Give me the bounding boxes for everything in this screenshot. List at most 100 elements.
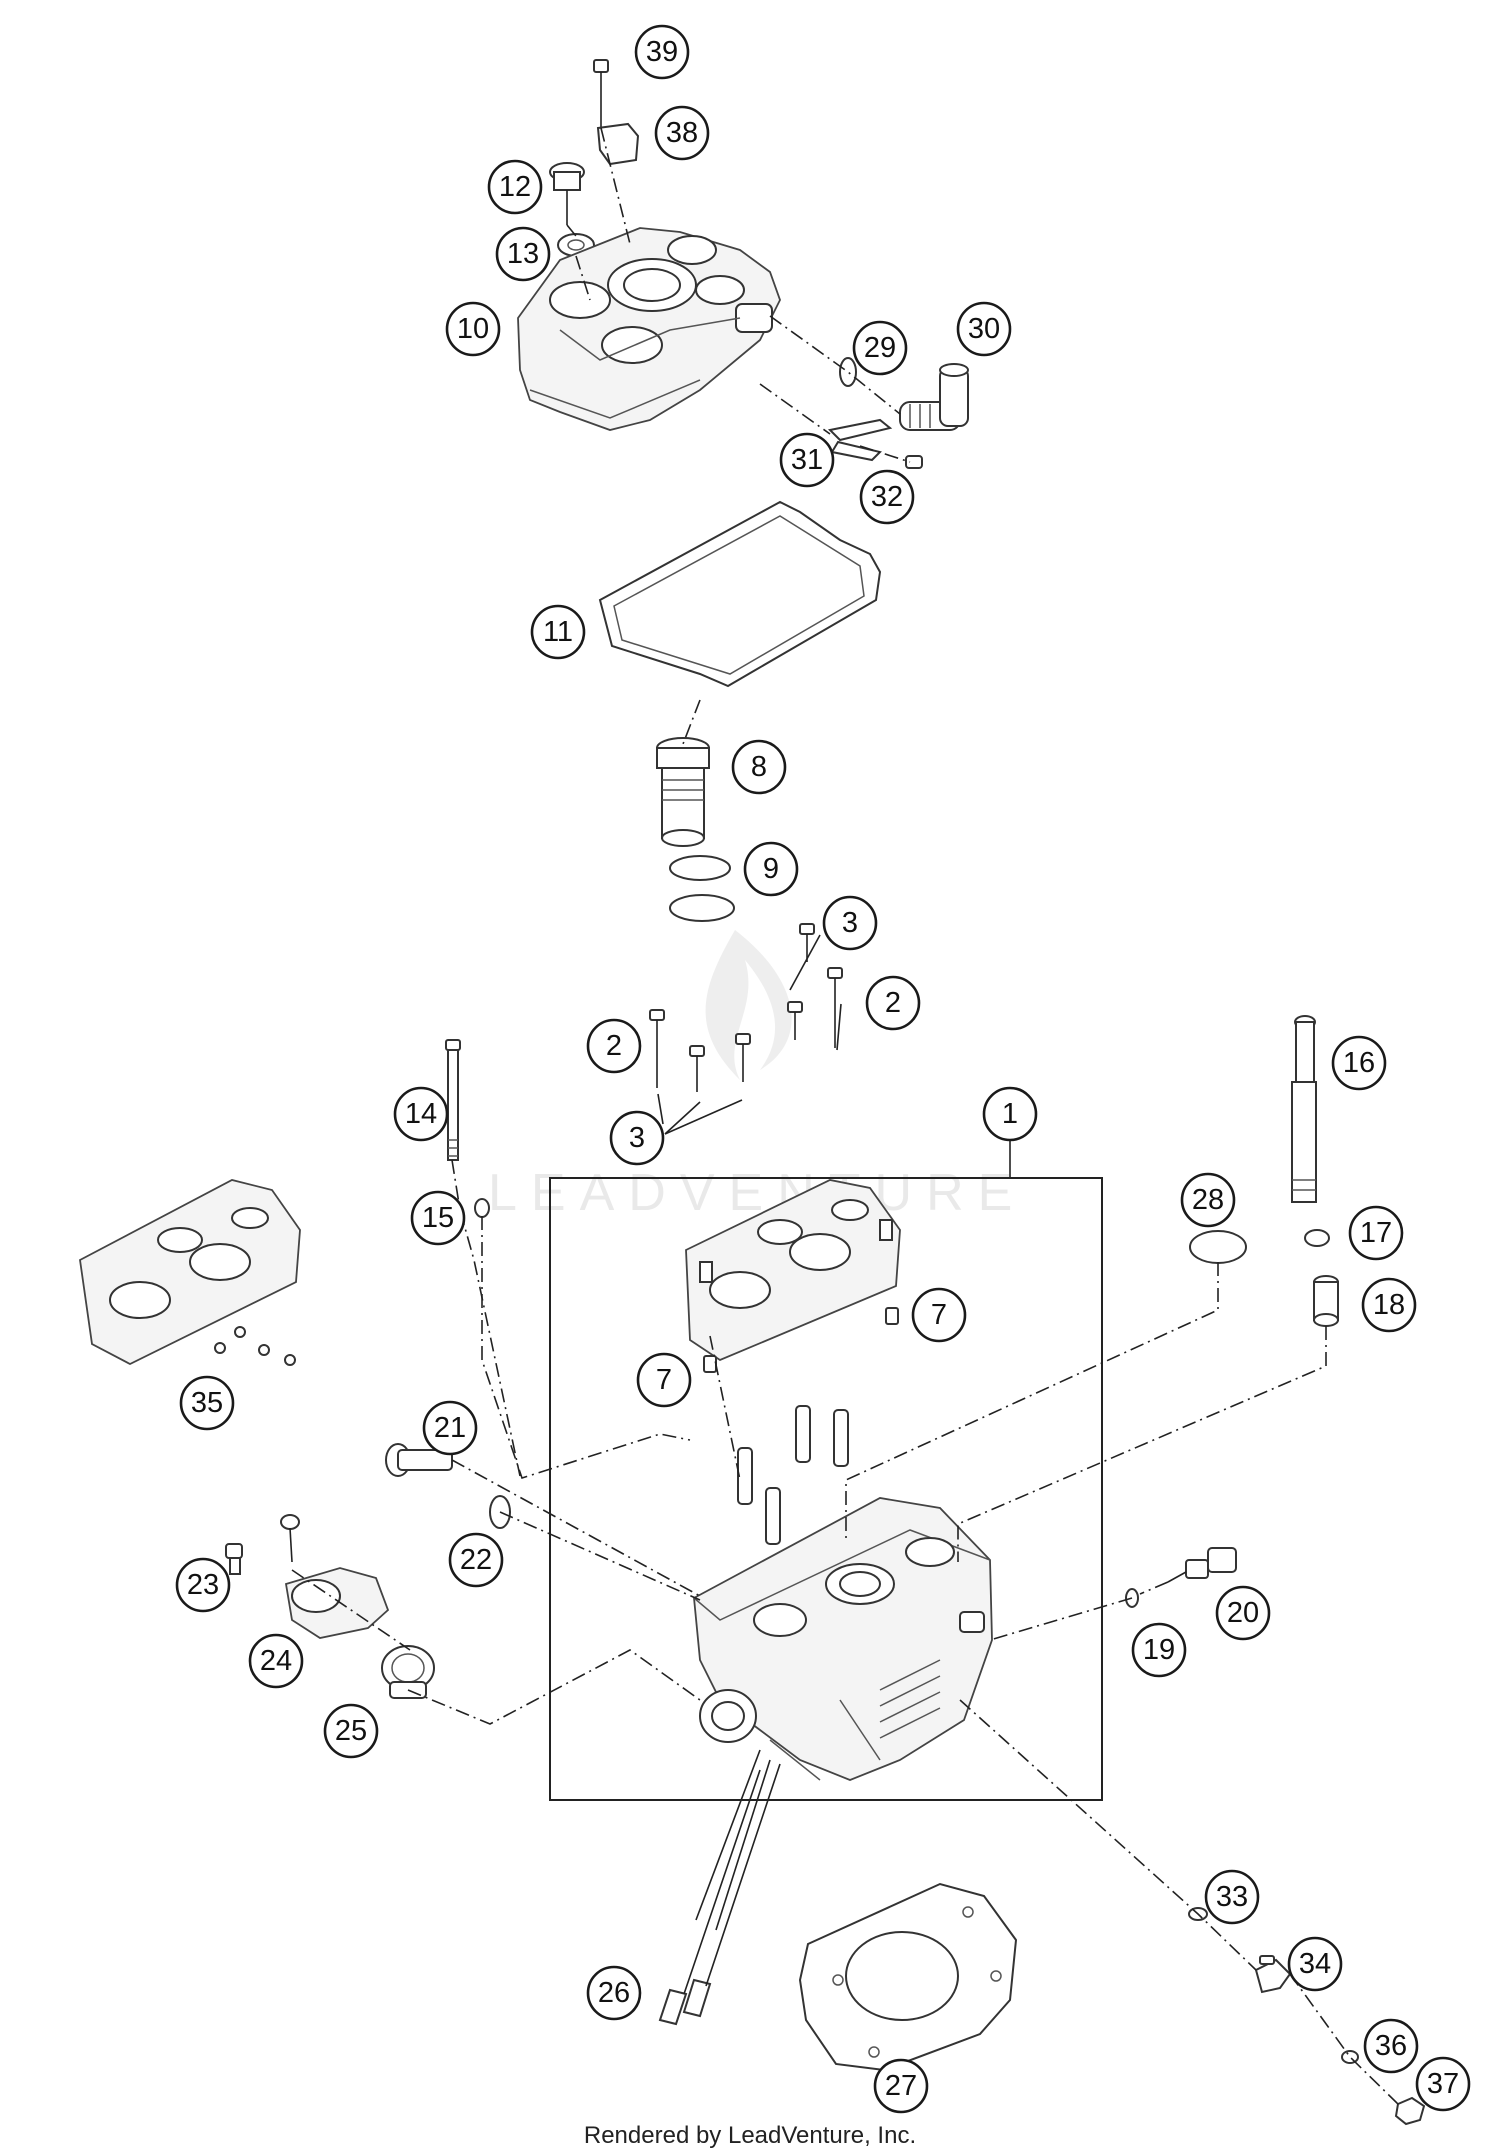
callout-11: 11: [530, 604, 586, 660]
callout-2-right: 2: [865, 975, 921, 1031]
bolt-2-left: [649, 1009, 665, 1088]
svg-text:27: 27: [885, 2070, 917, 2102]
bolt-23-part: [225, 1543, 243, 1575]
svg-text:20: 20: [1227, 1597, 1259, 1629]
callout-20: 20: [1215, 1585, 1271, 1641]
callout-37: 37: [1415, 2056, 1471, 2112]
svg-text:18: 18: [1373, 1289, 1405, 1321]
callout-21: 21: [422, 1400, 478, 1456]
sensor-34-part: [1254, 1955, 1292, 1994]
callout-32: 32: [859, 469, 915, 525]
washer-17-part: [1304, 1229, 1330, 1247]
bolt-24-small-part: [280, 1514, 300, 1563]
callout-22: 22: [448, 1532, 504, 1588]
valve-guides-part: [737, 1405, 849, 1545]
svg-text:2: 2: [606, 1030, 622, 1062]
callout-19: 19: [1131, 1622, 1187, 1678]
svg-text:8: 8: [751, 751, 767, 783]
svg-text:30: 30: [968, 313, 1000, 345]
bolt-3-lower-b: [735, 1033, 751, 1082]
callout-24: 24: [248, 1633, 304, 1689]
svg-text:9: 9: [763, 853, 779, 885]
callout-23: 23: [175, 1557, 231, 1613]
svg-text:13: 13: [507, 238, 539, 270]
dowel-7-left: [703, 1355, 717, 1373]
washer-15-part: [474, 1198, 490, 1218]
callout-10: 10: [445, 301, 501, 357]
clamp-31-part: [827, 418, 893, 462]
bolt-2-right: [827, 967, 843, 1048]
o-ring-28-part: [1189, 1230, 1247, 1264]
svg-text:17: 17: [1360, 1217, 1392, 1249]
valve-cover-10-part: [517, 227, 781, 431]
watermark: LEADVENTURE: [488, 930, 1012, 1222]
bolt-3-upper-a: [799, 923, 815, 962]
valve-cover-group: [517, 59, 969, 688]
leader-lines: [291, 127, 1401, 2107]
callout-7-right: 7: [911, 1287, 967, 1343]
head-gasket-27-part: [798, 1882, 1018, 2072]
svg-text:7: 7: [656, 1364, 672, 1396]
svg-text:26: 26: [598, 1977, 630, 2009]
callout-30: 30: [956, 301, 1012, 357]
svg-text:31: 31: [791, 444, 823, 476]
svg-text:34: 34: [1299, 1948, 1331, 1980]
callout-16: 16: [1331, 1035, 1387, 1091]
assembly-box-1: [549, 1140, 1103, 1801]
callout-15: 15: [410, 1190, 466, 1246]
svg-text:7: 7: [931, 1299, 947, 1331]
callout-14: 14: [393, 1086, 449, 1142]
svg-text:10: 10: [457, 313, 489, 345]
footer-credit: Rendered by LeadVenture, Inc.: [583, 2122, 917, 2149]
callout-33: 33: [1204, 1869, 1260, 1925]
callout-34: 34: [1287, 1936, 1343, 1992]
cylinder-head-part: [693, 1497, 993, 1781]
thermostat-cover-24-part: [284, 1567, 390, 1639]
svg-text:19: 19: [1143, 1634, 1175, 1666]
callout-38: 38: [654, 105, 710, 161]
callout-39: 39: [634, 24, 690, 80]
callout-26: 26: [586, 1965, 642, 2021]
callout-28: 28: [1180, 1172, 1236, 1228]
camshaft-carrier-part: [685, 1179, 901, 1362]
dowel-7-right: [885, 1307, 899, 1325]
o-rings-9-part: [669, 855, 735, 922]
svg-text:11: 11: [543, 616, 573, 648]
callout-1: 1: [982, 1086, 1038, 1142]
svg-text:3: 3: [629, 1122, 645, 1154]
bolt-39-part: [593, 59, 609, 128]
svg-text:22: 22: [460, 1544, 492, 1576]
svg-text:39: 39: [646, 36, 678, 68]
sleeve-18-part: [1313, 1275, 1339, 1327]
callout-3-upper: 3: [822, 895, 878, 951]
svg-text:36: 36: [1375, 2030, 1407, 2062]
nut-37-part: [1394, 2096, 1426, 2126]
svg-text:14: 14: [405, 1098, 437, 1130]
bolt-21-part: [385, 1443, 453, 1477]
svg-text:33: 33: [1216, 1881, 1248, 1913]
bolt-3-lower-a: [689, 1045, 705, 1092]
clip-38-part: [596, 122, 640, 166]
gasket-11-part: [598, 500, 882, 688]
callout-13: 13: [495, 226, 551, 282]
callout-7-left: 7: [636, 1352, 692, 1408]
callout-31: 31: [779, 432, 835, 488]
camshaft-carrier-35-part: [79, 1179, 301, 1366]
elbow-30-part: [899, 363, 969, 431]
svg-text:2: 2: [885, 987, 901, 1019]
callout-2-left: 2: [586, 1018, 642, 1074]
svg-text:28: 28: [1192, 1184, 1224, 1216]
callout-17: 17: [1348, 1205, 1404, 1261]
washer-36-part: [1341, 2050, 1359, 2064]
svg-text:16: 16: [1343, 1047, 1375, 1079]
callout-35: 35: [179, 1375, 235, 1431]
svg-text:23: 23: [187, 1569, 219, 1601]
svg-text:12: 12: [499, 171, 531, 203]
bolt-12-part: [549, 162, 585, 225]
cam-bolts-group: [649, 923, 843, 1135]
plug-8-part: [656, 737, 710, 847]
callout-12: 12: [487, 159, 543, 215]
callout-3-lower: 3: [609, 1110, 665, 1166]
callout-29: 29: [852, 320, 908, 376]
svg-text:37: 37: [1427, 2068, 1459, 2100]
